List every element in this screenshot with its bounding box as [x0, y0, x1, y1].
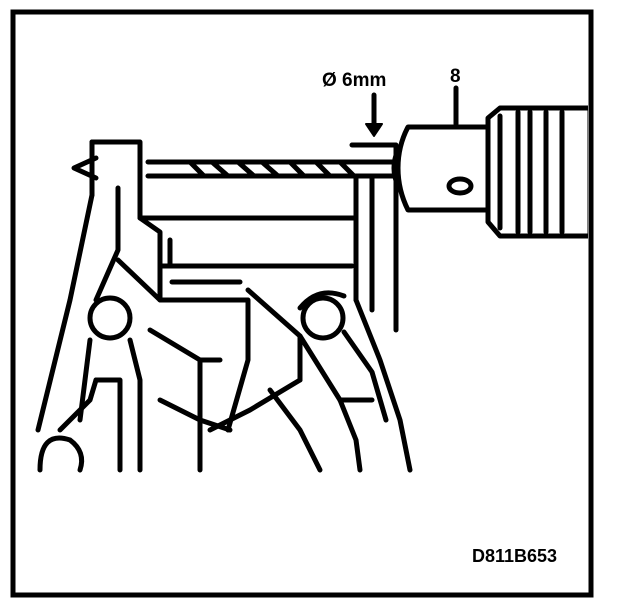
chuck-key-hole: [446, 176, 474, 196]
left-pin-boss: [87, 295, 133, 341]
housing-part: [35, 139, 413, 473]
figure-code: D811B653: [472, 546, 557, 566]
drill-bit: [71, 155, 401, 181]
dimension-arrow: [365, 92, 383, 137]
dimension-label: Ø 6mm: [322, 70, 386, 91]
drill-body: [391, 105, 588, 239]
right-pin-boss: [300, 295, 346, 341]
callout-number: 8: [450, 66, 461, 87]
